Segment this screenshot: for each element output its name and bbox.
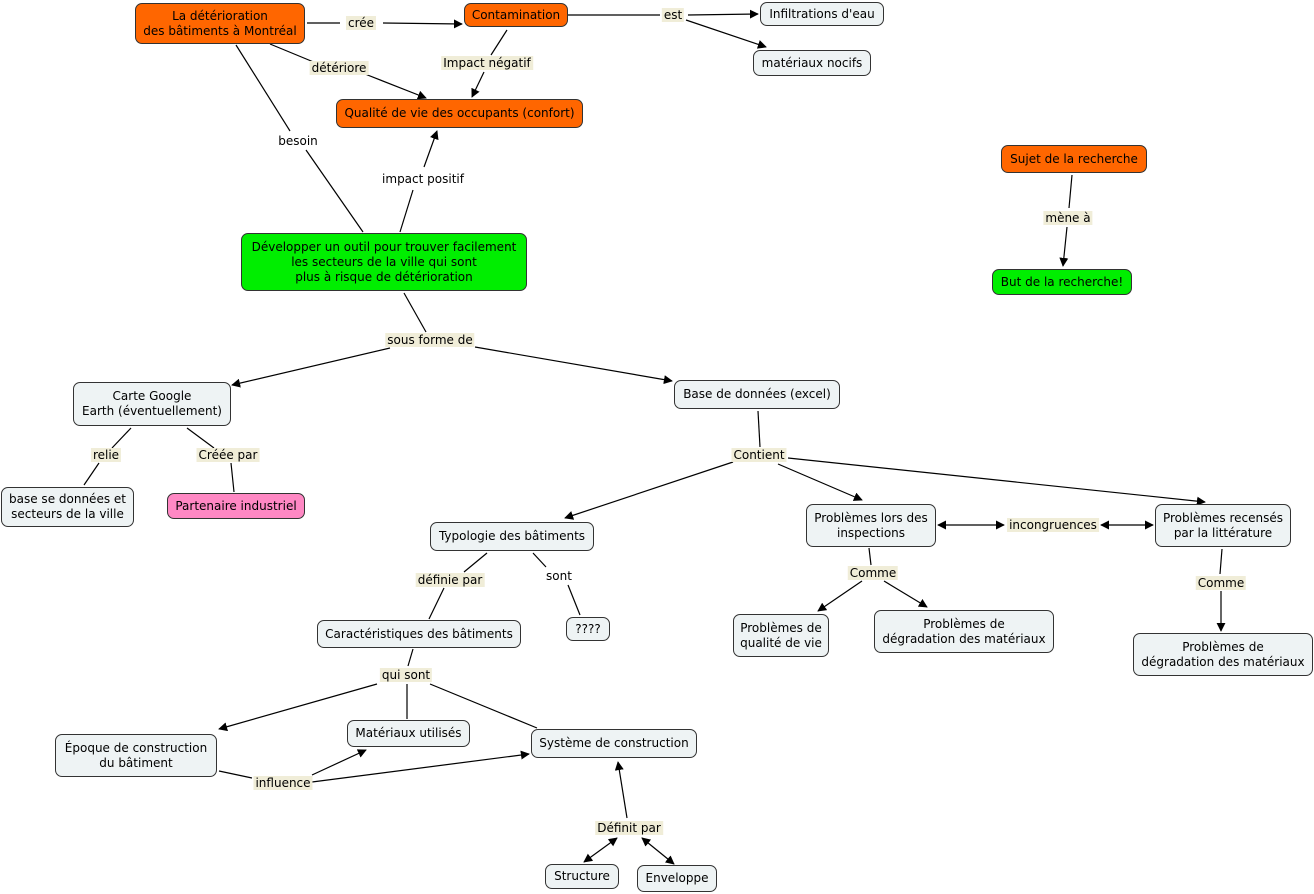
link-besoin-a [235,44,291,132]
link-label-mene-a: mène à [1043,211,1093,225]
link-label-qui-sont: qui sont [379,668,433,682]
node-contamination[interactable]: Contamination [464,3,568,27]
link-relie-a [111,427,132,449]
link-comme-1-b [817,580,863,612]
link-influence-a [218,770,253,779]
link-est-b [687,9,759,19]
node-caracteristiques[interactable]: Caractéristiques des bâtiments [317,620,521,648]
node-sujet[interactable]: Sujet de la recherche [1001,145,1147,173]
node-partenaire[interactable]: Partenaire industriel [167,493,305,519]
link-definie-b [428,587,445,620]
link-mene-a-a [1068,174,1073,209]
link-deteriore-a [269,43,317,64]
node-deterioration[interactable]: La détérioration des bâtiments à Montréa… [135,3,305,44]
link-definit-c [641,837,675,865]
link-label-definie-par: définie par [415,573,485,587]
node-enveloppe[interactable]: Enveloppe [637,865,717,892]
node-epoque[interactable]: Époque de construction du bâtiment [55,734,217,777]
link-label-sous-forme-de: sous forme de [385,333,475,347]
link-label-impact-positif: impact positif [380,172,466,186]
node-qualite-vie[interactable]: Qualité de vie des occupants (confort) [336,99,583,128]
node-materiaux-nocifs[interactable]: matériaux nocifs [753,50,871,76]
node-systeme[interactable]: Système de construction [531,729,697,758]
link-sous-forme-c [474,346,673,385]
link-contient-a [757,410,761,448]
link-qui-sont-a [407,648,414,667]
link-label-influence: influence [253,776,313,790]
link-label-incongruences: incongruences [1007,518,1099,532]
node-probleme-degradation-2[interactable]: Problèmes de dégradation des matériaux [1133,633,1313,676]
link-comme-1-c [883,580,928,608]
node-probleme-qualite[interactable]: Problèmes de qualité de vie [733,614,829,657]
link-besoin-b [305,149,364,233]
node-typologie[interactable]: Typologie des bâtiments [430,522,594,551]
link-label-besoin: besoin [276,134,320,148]
link-impact-negatif-a [490,29,508,56]
link-sont-a [532,552,547,568]
link-comme-2-a [1219,548,1223,575]
link-qui-sont-d [429,683,538,729]
link-label-impact-negatif: Impact négatif [441,56,533,70]
link-impact-positif-a [399,189,414,233]
link-sont-b [567,584,581,616]
link-contient-c [777,463,863,501]
node-base-donnees[interactable]: Base de données (excel) [674,380,840,409]
link-definit-b [583,837,618,863]
link-qui-sont-b [218,683,378,732]
node-outil[interactable]: Développer un outil pour trouver facilem… [241,233,527,291]
link-label-sont: sont [544,569,574,583]
link-cree-b [382,19,463,29]
link-label-comme-2: Comme [1195,576,1247,590]
link-label-comme-1: Comme [847,566,899,580]
node-inconnu[interactable]: ???? [566,617,610,641]
link-label-cree: crée [345,16,377,30]
link-label-deteriore: détériore [309,61,369,75]
link-definit-a [614,761,628,819]
node-carte[interactable]: Carte Google Earth (éventuellement) [73,382,231,426]
link-comme-1-a [868,547,872,566]
link-sous-forme-a [403,292,427,333]
link-label-contient: Contient [731,448,787,462]
link-est-c [685,19,767,49]
link-influence-b [311,749,367,776]
link-definie-a [463,552,488,573]
node-problemes-litterature[interactable]: Problèmes recensés par la littérature [1155,504,1291,547]
link-sous-forme-b [231,347,391,388]
link-label-creee-par: Crééе par [196,448,260,462]
link-contient-b [564,461,734,520]
link-creee-b [230,462,235,493]
node-materiaux-utilises[interactable]: Matériaux utilisés [347,720,470,747]
link-deteriore-b [364,73,427,100]
link-label-est: est [661,8,685,22]
link-impact-negatif-b [471,71,485,98]
link-impact-positif-b [423,130,439,168]
node-structure[interactable]: Structure [545,864,619,889]
node-problemes-inspections[interactable]: Problèmes lors des inspections [806,504,936,547]
node-but[interactable]: But de la recherche! [992,269,1132,295]
link-relie-b [83,462,100,486]
link-mene-a-b [1059,226,1069,267]
node-probleme-degradation-1[interactable]: Problèmes de dégradation des matériaux [874,610,1054,653]
link-contient-d [787,457,1206,506]
link-creee-a [186,427,215,449]
link-influence-c [311,750,530,783]
link-label-definit-par: Définit par [595,821,663,835]
link-label-relie: relie [90,448,122,462]
node-infiltrations[interactable]: Infiltrations d'eau [760,2,884,26]
node-base-secteurs[interactable]: base se données et secteurs de la ville [1,487,134,527]
